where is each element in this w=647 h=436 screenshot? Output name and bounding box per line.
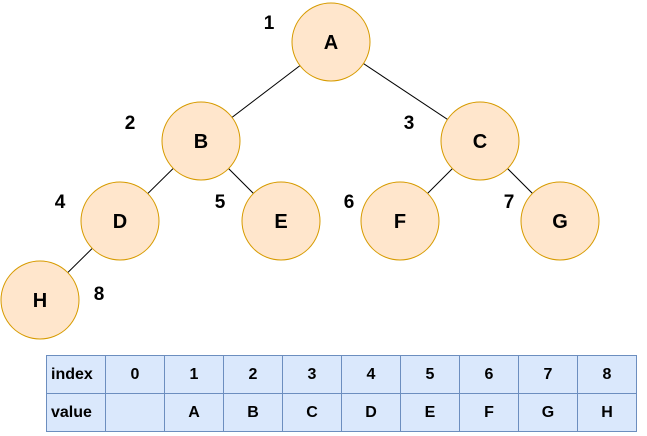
value-row-header: value	[46, 393, 106, 432]
index-cell: 8	[577, 355, 637, 394]
node-label: C	[473, 131, 487, 153]
index-cell: 3	[282, 355, 342, 394]
tree-node-c: C	[440, 101, 520, 181]
tree-node-g: G	[520, 181, 600, 261]
index-cell: 5	[400, 355, 460, 394]
node-circle	[241, 181, 321, 261]
index-cell: 7	[518, 355, 578, 394]
node-circle	[80, 181, 160, 261]
tree-node-d: D	[80, 181, 160, 261]
tree-node-f: F	[360, 181, 440, 261]
index-cell: 1	[164, 355, 224, 394]
value-cell	[105, 393, 165, 432]
node-index-label-d: 4	[55, 192, 66, 213]
index-row-header: index	[46, 355, 106, 394]
tree-node-e: E	[241, 181, 321, 261]
value-cell: C	[282, 393, 342, 432]
node-circle	[161, 101, 241, 181]
index-cell: 4	[341, 355, 401, 394]
node-label: B	[194, 131, 208, 153]
node-label: A	[324, 32, 338, 54]
node-index-label-g: 7	[504, 192, 515, 213]
index-cell: 2	[223, 355, 283, 394]
node-index-label-c: 3	[404, 113, 415, 134]
node-index-label-e: 5	[215, 192, 226, 213]
tree-node-a: A	[291, 2, 371, 82]
node-circle	[0, 260, 80, 340]
node-label: H	[33, 290, 47, 312]
value-cell: H	[577, 393, 637, 432]
node-label: D	[113, 211, 127, 233]
index-cell: 0	[105, 355, 165, 394]
node-label: G	[552, 211, 568, 233]
node-circle	[520, 181, 600, 261]
node-index-label-h: 8	[94, 284, 105, 305]
value-cell: F	[459, 393, 519, 432]
value-cell: A	[164, 393, 224, 432]
node-index-label-b: 2	[125, 113, 136, 134]
index-cell: 6	[459, 355, 519, 394]
node-label: E	[274, 211, 287, 233]
tree-node-h: H	[0, 260, 80, 340]
node-circle	[440, 101, 520, 181]
node-label: F	[394, 211, 406, 233]
value-cell: D	[341, 393, 401, 432]
node-index-label-f: 6	[344, 192, 355, 213]
node-circle	[291, 2, 371, 82]
value-cell: E	[400, 393, 460, 432]
node-circle	[360, 181, 440, 261]
value-cell: G	[518, 393, 578, 432]
value-cell: B	[223, 393, 283, 432]
tree-nodes: A B C D E F G H	[0, 2, 600, 340]
node-index-label-a: 1	[264, 13, 275, 34]
tree-node-b: B	[161, 101, 241, 181]
